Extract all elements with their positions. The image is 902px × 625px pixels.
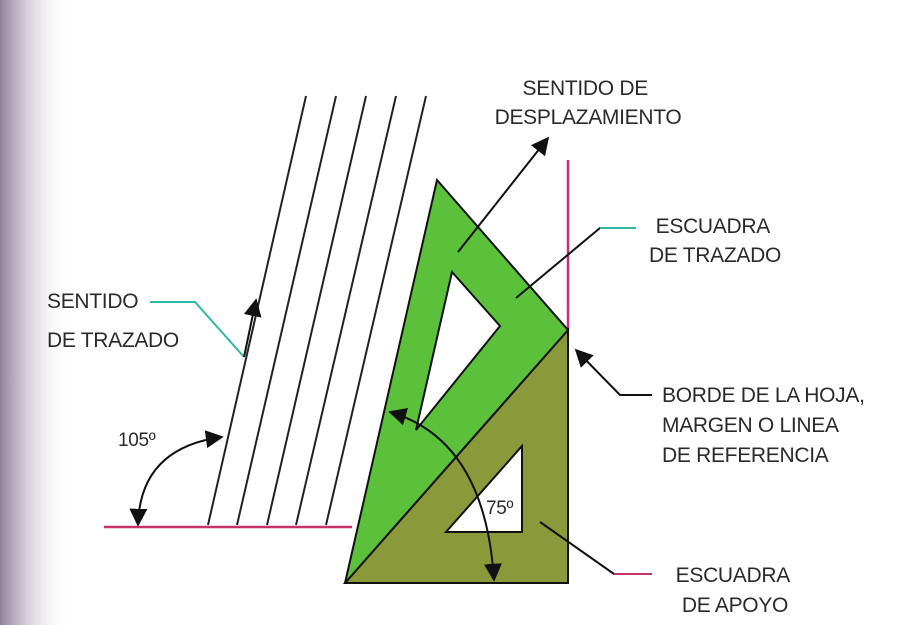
traced-lines [207, 95, 427, 526]
angle-75-label: 75º [486, 498, 514, 519]
label-sentido-desplazamiento: SENTIDO DE DESPLAZAMIENTO [495, 77, 682, 129]
angle-75-arc [388, 407, 502, 582]
page-edge-band [0, 0, 70, 625]
sentido-trazado-arrow [243, 298, 262, 358]
borde-hoja-leader [574, 348, 652, 396]
sentido-trazado-leader [150, 301, 245, 358]
escuadra-trazado-leader [515, 227, 636, 299]
label-sentido-trazado: SENTIDO DE TRAZADO [47, 290, 179, 352]
label-borde-hoja: BORDE DE LA HOJA, MARGEN O LINEA DE REFE… [662, 384, 870, 467]
angle-105-label: 105º [118, 430, 156, 451]
label-escuadra-apoyo: ESCUADRA DE APOYO [676, 564, 795, 617]
desplazamiento-arrow [457, 136, 550, 253]
escuadra-de-trazado-hole [415, 269, 502, 431]
angle-105-arc [129, 430, 224, 527]
label-escuadra-trazado: ESCUADRA DE TRAZADO [649, 215, 781, 267]
